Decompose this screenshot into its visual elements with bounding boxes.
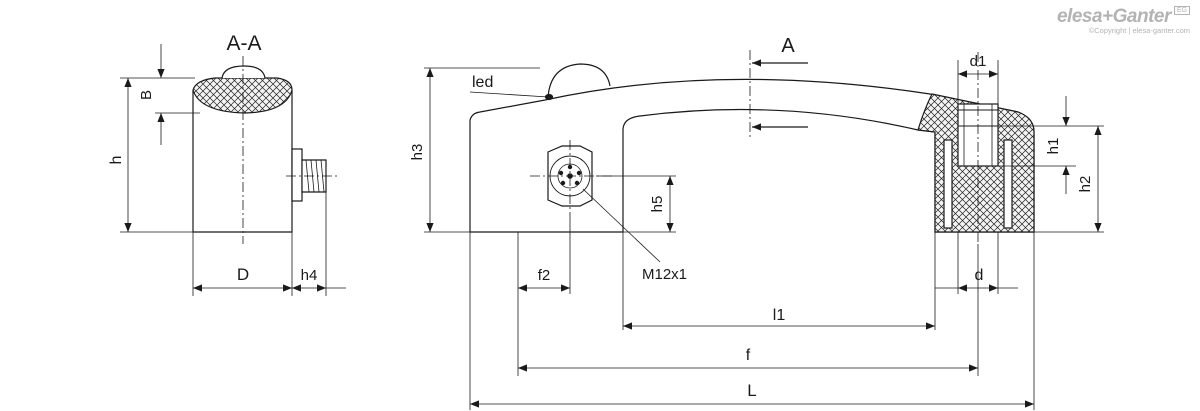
brand-name: elesa+Ganter (1056, 6, 1171, 27)
label-thread: M12x1 (642, 266, 687, 283)
label-led: led (472, 74, 493, 91)
label-f2: f2 (538, 267, 551, 284)
section-connector-nut (291, 148, 303, 202)
led-leader (469, 91, 549, 98)
label-f: f (746, 347, 751, 364)
label-D: D (237, 265, 249, 284)
label-h1: h1 (1045, 138, 1062, 155)
section-title: A-A (226, 32, 261, 55)
view-arrow-label: A (781, 35, 795, 57)
brand-copyright: ©Copyright | elesa-ganter.com (1088, 26, 1190, 35)
section-led-dome (221, 65, 266, 79)
led-dome (547, 63, 611, 99)
brand-badge: EG (1173, 6, 1190, 15)
label-d1: d1 (970, 53, 987, 70)
label-d: d (975, 267, 984, 284)
handle-main-view (469, 50, 1035, 244)
slot-left (943, 139, 953, 229)
label-h3: h3 (409, 144, 426, 161)
label-h: h (108, 156, 125, 165)
label-h5: h5 (649, 196, 666, 213)
label-B: B (138, 90, 155, 100)
label-L: L (747, 381, 756, 400)
label-h2: h2 (1077, 176, 1094, 193)
section-top-hatch (192, 77, 293, 114)
section-arrows (752, 59, 808, 131)
leader-lines (469, 91, 661, 263)
dimension-labels: A-A A led M12x1 D h B h4 h3 h5 f2 l1 f L… (108, 32, 1094, 400)
section-dimensions (120, 44, 346, 296)
label-h4: h4 (301, 267, 318, 284)
thread-leader (582, 188, 661, 263)
section-view-a-a (192, 56, 340, 244)
label-l1: l1 (773, 307, 786, 324)
main-dimensions (424, 60, 1104, 410)
slot-right (1003, 139, 1013, 229)
